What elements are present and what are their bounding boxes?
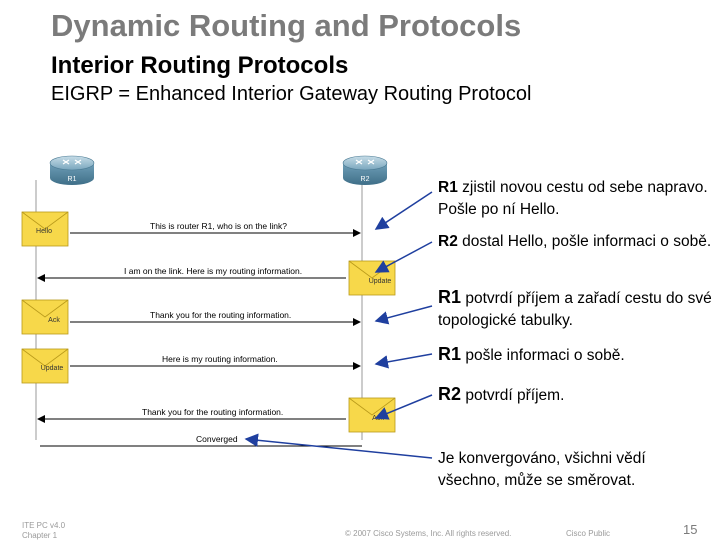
note-5-router: R2: [438, 384, 462, 404]
update-r1-label: Update: [41, 365, 64, 372]
callout-arrow-3: [374, 305, 433, 325]
note-3-router: R1: [438, 287, 462, 307]
footer-public: Cisco Public: [566, 529, 611, 538]
update-r2-label: Update: [369, 278, 392, 285]
note-2-router: R2: [438, 233, 458, 250]
callout-arrow-1: [374, 191, 433, 230]
router-r1-label: R1: [68, 176, 77, 183]
message-text-2: I am on the link. Here is my routing inf…: [124, 266, 302, 276]
ack-r1-label: Ack: [48, 317, 60, 324]
note-r2-acknowledges: R2 potvrdí příjem.: [438, 383, 718, 407]
message-text-5: Thank you for the routing information.: [142, 407, 283, 417]
note-1-router: R1: [438, 179, 458, 196]
note-4-router: R1: [438, 344, 462, 364]
callout-arrow-2: [374, 241, 433, 273]
footer-chapter: Chapter 1: [22, 531, 58, 540]
slide-title: Dynamic Routing and Protocols: [51, 8, 522, 43]
note-converged: Je konvergováno, všichni vědí všechno, m…: [438, 448, 698, 492]
message-text-1: This is router R1, who is on the link?: [150, 221, 287, 231]
router-r2-label: R2: [361, 176, 370, 183]
note-r1-sends: R1 pošle informaci o sobě.: [438, 343, 718, 367]
update-r1-envelope-icon: Update: [21, 348, 69, 384]
slide-subtitle-eigrp: EIGRP = Enhanced Interior Gateway Routin…: [51, 83, 532, 105]
converged-text: Converged: [196, 434, 238, 444]
note-6-text: Je konvergováno, všichni vědí všechno, m…: [438, 450, 646, 489]
note-r2-responds: R2 dostal Hello, pošle informaci o sobě.: [438, 231, 718, 253]
callout-arrow-4: [374, 353, 433, 369]
ack-r2-envelope-icon: Ack: [348, 397, 396, 433]
note-1-text: zjistil novou cestu od sebe napravo. Poš…: [438, 179, 708, 218]
note-r1-discovers: R1 zjistil novou cestu od sebe napravo. …: [438, 177, 718, 221]
slide-subtitle: Interior Routing Protocols: [51, 52, 349, 79]
note-2-text: dostal Hello, pošle informaci o sobě.: [457, 233, 712, 250]
ack-r1-envelope-icon: Ack: [21, 299, 69, 335]
callout-arrow-6: [244, 433, 433, 459]
note-3-text: potvrdí příjem a zařadí cestu do své top…: [438, 290, 712, 329]
note-r1-acknowledges: R1 potvrdí příjem a zařadí cestu do své …: [438, 286, 718, 332]
footer-course: ITE PC v4.0: [22, 521, 66, 530]
footer-copyright: © 2007 Cisco Systems, Inc. All rights re…: [345, 529, 512, 538]
note-5-text: potvrdí příjem.: [461, 387, 565, 404]
message-text-3: Thank you for the routing information.: [150, 310, 291, 320]
hello-label: Hello: [36, 228, 52, 235]
message-text-4: Here is my routing information.: [162, 354, 278, 364]
hello-envelope-icon: Hello: [21, 211, 69, 247]
router-r1-icon: R1: [49, 155, 95, 185]
note-4-text: pošle informaci o sobě.: [461, 347, 625, 364]
callout-arrow-5: [374, 394, 433, 420]
router-r2-icon: R2: [342, 155, 388, 185]
page-number: 15: [683, 522, 698, 537]
